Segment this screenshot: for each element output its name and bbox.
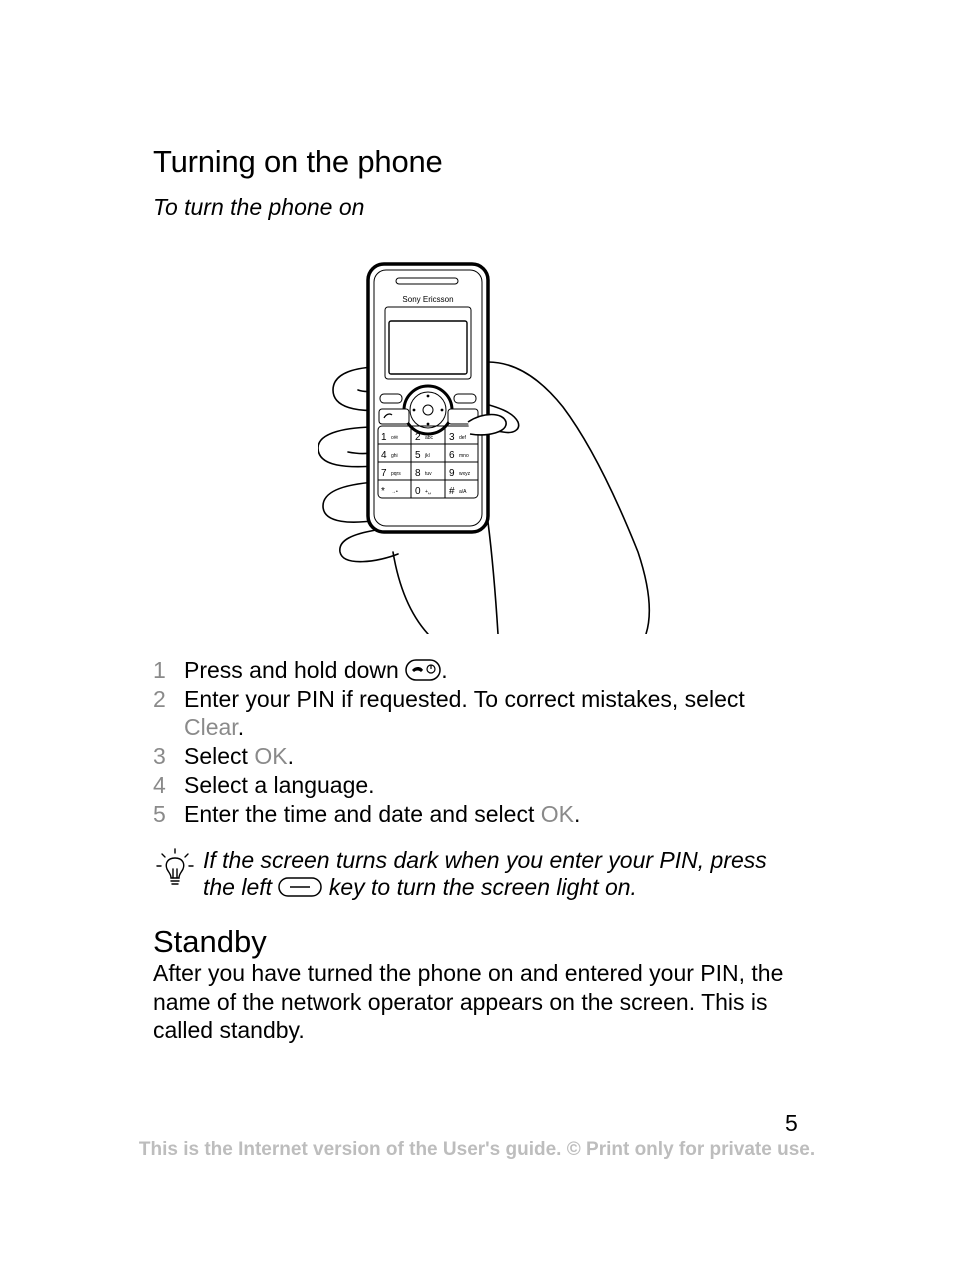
steps-list: 1 Press and hold down . 2 Enter your PIN i… <box>153 656 793 828</box>
list-item: 2 Enter your PIN if requested. To correct… <box>153 685 793 742</box>
keypad-digit: 7 <box>381 468 387 479</box>
step-text: Select <box>184 743 248 770</box>
step-text: Select a language. <box>184 771 375 798</box>
list-item: 5 Enter the time and date and select OK. <box>153 800 793 829</box>
tip-text-before: If the screen turns dark when you enter … <box>203 847 767 900</box>
keypad-digit: 4 <box>381 450 387 461</box>
step-text: Press and hold down <box>184 657 399 683</box>
step-suffix: . <box>237 714 245 741</box>
keypad-digit: 0 <box>415 486 421 497</box>
keypad-digit: * <box>381 486 385 497</box>
step-number: 2 <box>153 685 166 712</box>
step-text: Enter your PIN if requested. To correct … <box>184 685 745 712</box>
step-number: 4 <box>153 771 166 798</box>
step-highlight: Clear <box>184 714 238 741</box>
page-title: Turning on the phone <box>153 144 443 179</box>
keypad-letters: wxyz <box>459 471 471 477</box>
keypad-letters: abc <box>425 435 434 441</box>
step-number: 3 <box>153 743 166 770</box>
keypad-letters: tuv <box>425 471 432 477</box>
tip-text: If the screen turns dark when you enter … <box>203 847 803 901</box>
step-suffix: . <box>573 800 581 827</box>
keypad-letters: +␣ <box>425 489 431 495</box>
keypad-letters: jkl <box>424 453 430 459</box>
keypad-letters: pqrs <box>391 471 401 477</box>
section-title: Standby <box>153 924 267 959</box>
keypad-digit: 1 <box>381 432 387 443</box>
left-selection-key-icon <box>278 877 323 897</box>
keypad-digit: 8 <box>415 468 421 479</box>
list-item: 4 Select a language. <box>153 771 793 800</box>
phone-brand-label: Sony Ericsson <box>402 295 453 304</box>
keypad-digit: 3 <box>449 432 455 443</box>
lightbulb-icon <box>156 848 194 885</box>
keypad-letters: ghi <box>391 453 398 459</box>
subheading: To turn the phone on <box>153 194 365 220</box>
step-number: 5 <box>153 800 166 827</box>
keypad-digit: 6 <box>449 450 455 461</box>
step-suffix: . <box>441 657 448 683</box>
keypad-digit: 2 <box>415 432 421 443</box>
page-number: 5 <box>785 1110 798 1136</box>
step-suffix: . <box>287 743 294 770</box>
list-item: 1 Press and hold down . <box>153 656 793 685</box>
keypad-letters: mno <box>459 453 469 459</box>
end-call-key-icon <box>405 659 441 681</box>
list-item: 3 Select OK. <box>153 742 793 771</box>
step-highlight: OK <box>254 743 288 770</box>
keypad-digit: 5 <box>415 450 421 461</box>
keypad-letters: o✉ <box>391 435 398 441</box>
footer-notice: This is the Internet version of the User… <box>138 1139 816 1160</box>
keypad-letters: a/A <box>459 489 467 495</box>
step-text: Enter the time and date and select <box>184 800 535 827</box>
keypad-digit: # <box>449 486 455 497</box>
step-number: 1 <box>153 657 166 683</box>
keypad-letters: def <box>459 435 467 441</box>
section-body: After you have turned the phone on and e… <box>153 960 784 1043</box>
tip-text-after: key to turn the screen light on. <box>328 874 637 900</box>
step-highlight: OK <box>540 800 574 827</box>
keypad-letters: →• <box>391 489 398 495</box>
keypad-digit: 9 <box>449 468 455 479</box>
